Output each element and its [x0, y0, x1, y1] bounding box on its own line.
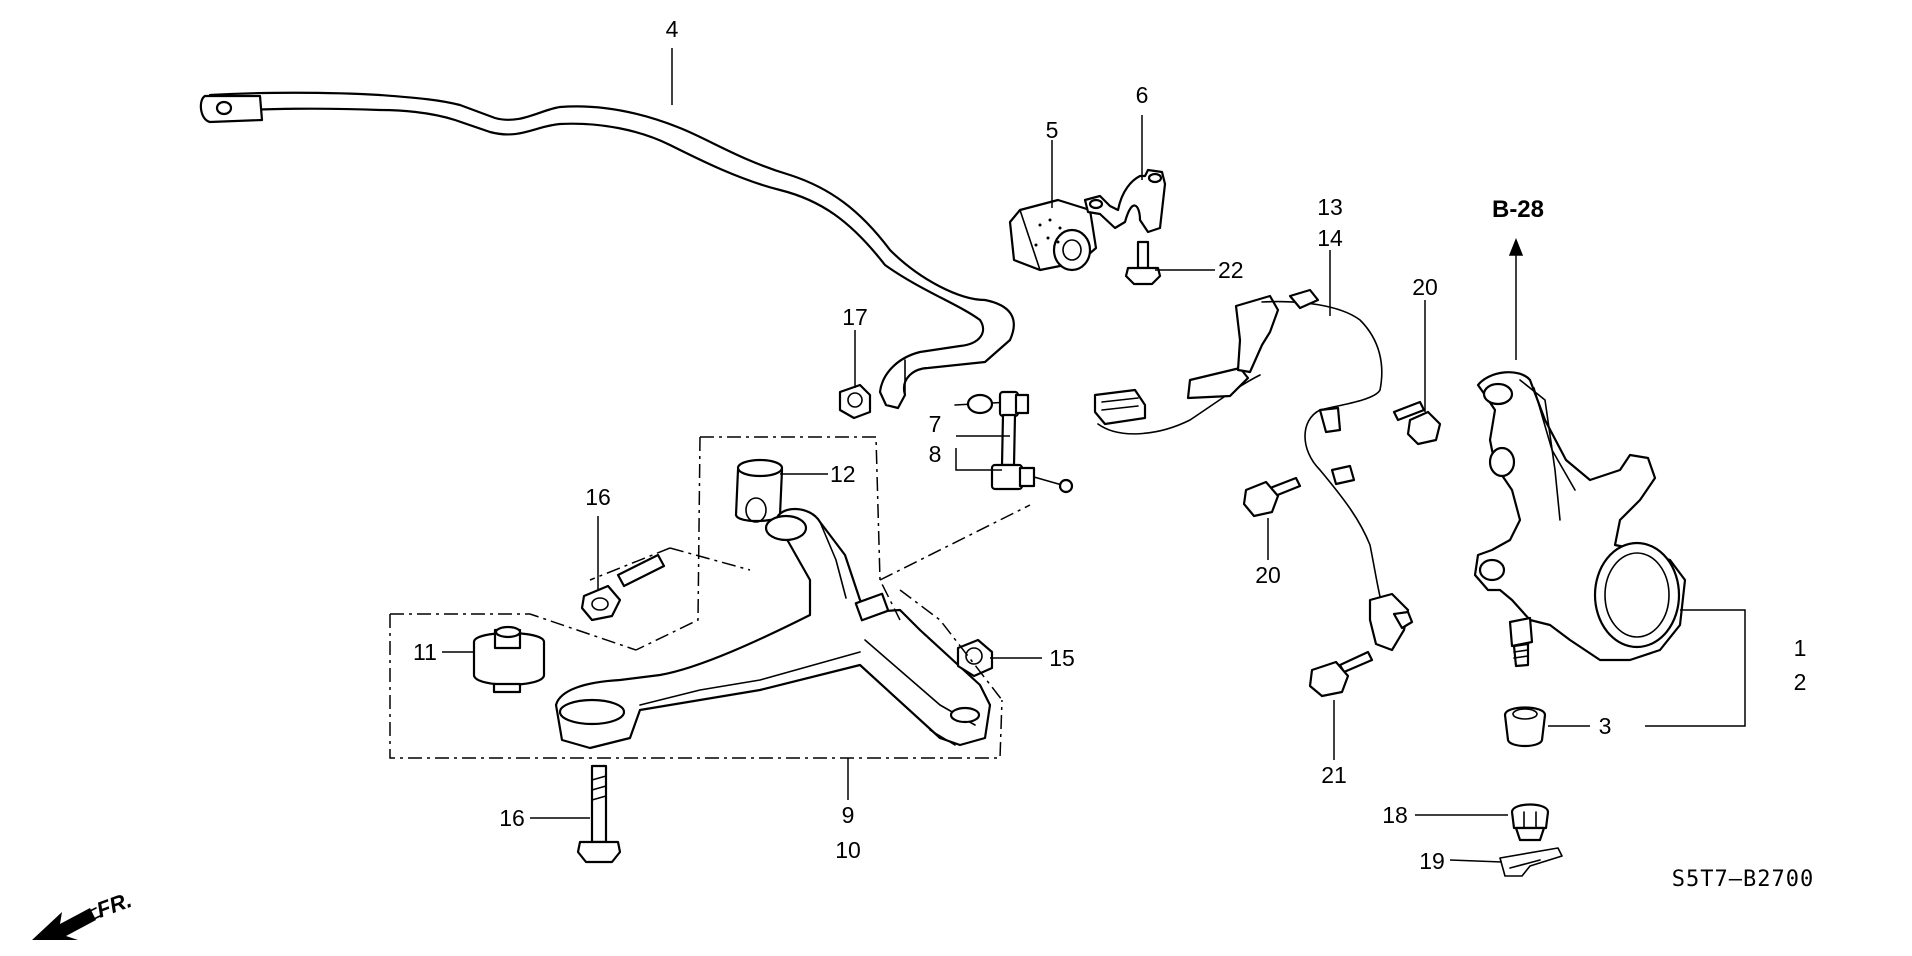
- stabilizer-bushing: [1008, 198, 1098, 272]
- self-locking-nut: [956, 638, 994, 678]
- callout-20-upper: 20: [1412, 274, 1438, 300]
- callout-5: 5: [1046, 117, 1059, 143]
- wheel-sensor-harness: [1093, 288, 1414, 652]
- reference-label: B-28: [1492, 196, 1544, 223]
- callout-15: 15: [1049, 645, 1075, 671]
- lower-arm: [554, 507, 992, 750]
- front-label: FR.: [93, 887, 135, 923]
- sensor-bolt-upper: [1392, 400, 1442, 446]
- callout-18: 18: [1382, 802, 1408, 828]
- assembly-outlines: [389, 436, 1031, 759]
- callout-12: 12: [830, 461, 856, 487]
- front-bushing: [472, 625, 546, 694]
- callout-19: 19: [1419, 848, 1445, 874]
- callout-1: 1: [1794, 635, 1807, 661]
- callout-3: 3: [1599, 713, 1612, 739]
- castle-nut: [1510, 803, 1550, 842]
- callout-20-lower: 20: [1255, 562, 1281, 588]
- lock-pin: [1499, 847, 1563, 877]
- callout-16-lower: 16: [499, 805, 525, 831]
- flange-nut: [838, 383, 872, 420]
- callout-6: 6: [1136, 82, 1149, 108]
- callout-2: 2: [1794, 669, 1807, 695]
- bushing-holder: [1083, 168, 1167, 234]
- arrow-left-down-icon: [32, 908, 96, 940]
- callout-4: 4: [666, 16, 679, 42]
- callout-16-upper: 16: [585, 484, 611, 510]
- callout-9: 9: [842, 802, 855, 828]
- flange-bolt: [1124, 240, 1162, 286]
- callout-7: 7: [929, 411, 942, 437]
- callout-22: 22: [1218, 257, 1244, 283]
- stabilizer-link: [954, 390, 1074, 494]
- callout-13: 13: [1317, 194, 1343, 220]
- knuckle-bolt: [1308, 650, 1374, 698]
- diagram-code: S5T7—B2700: [1672, 867, 1814, 892]
- sensor-bolt-lower: [1242, 476, 1302, 518]
- callout-10: 10: [835, 837, 861, 863]
- steering-knuckle: [1473, 371, 1687, 668]
- callout-8: 8: [929, 441, 942, 467]
- stabilizer-bar: [199, 91, 1015, 410]
- dust-seal: [1503, 706, 1547, 748]
- callout-17: 17: [842, 304, 868, 330]
- front-direction-indicator: FR.: [32, 887, 135, 940]
- arm-bolt-lower: [576, 764, 622, 864]
- leader-lines: [442, 48, 1746, 863]
- callout-14: 14: [1317, 225, 1343, 251]
- callout-11: 11: [413, 639, 437, 665]
- arm-bolt-upper: [580, 553, 666, 622]
- compliance-bushing: [734, 458, 784, 523]
- callout-21: 21: [1321, 762, 1347, 788]
- callout-numbers: 4 5 6 22 17 7 8 12 16 11 15 16 9 10 13 1…: [413, 16, 1806, 874]
